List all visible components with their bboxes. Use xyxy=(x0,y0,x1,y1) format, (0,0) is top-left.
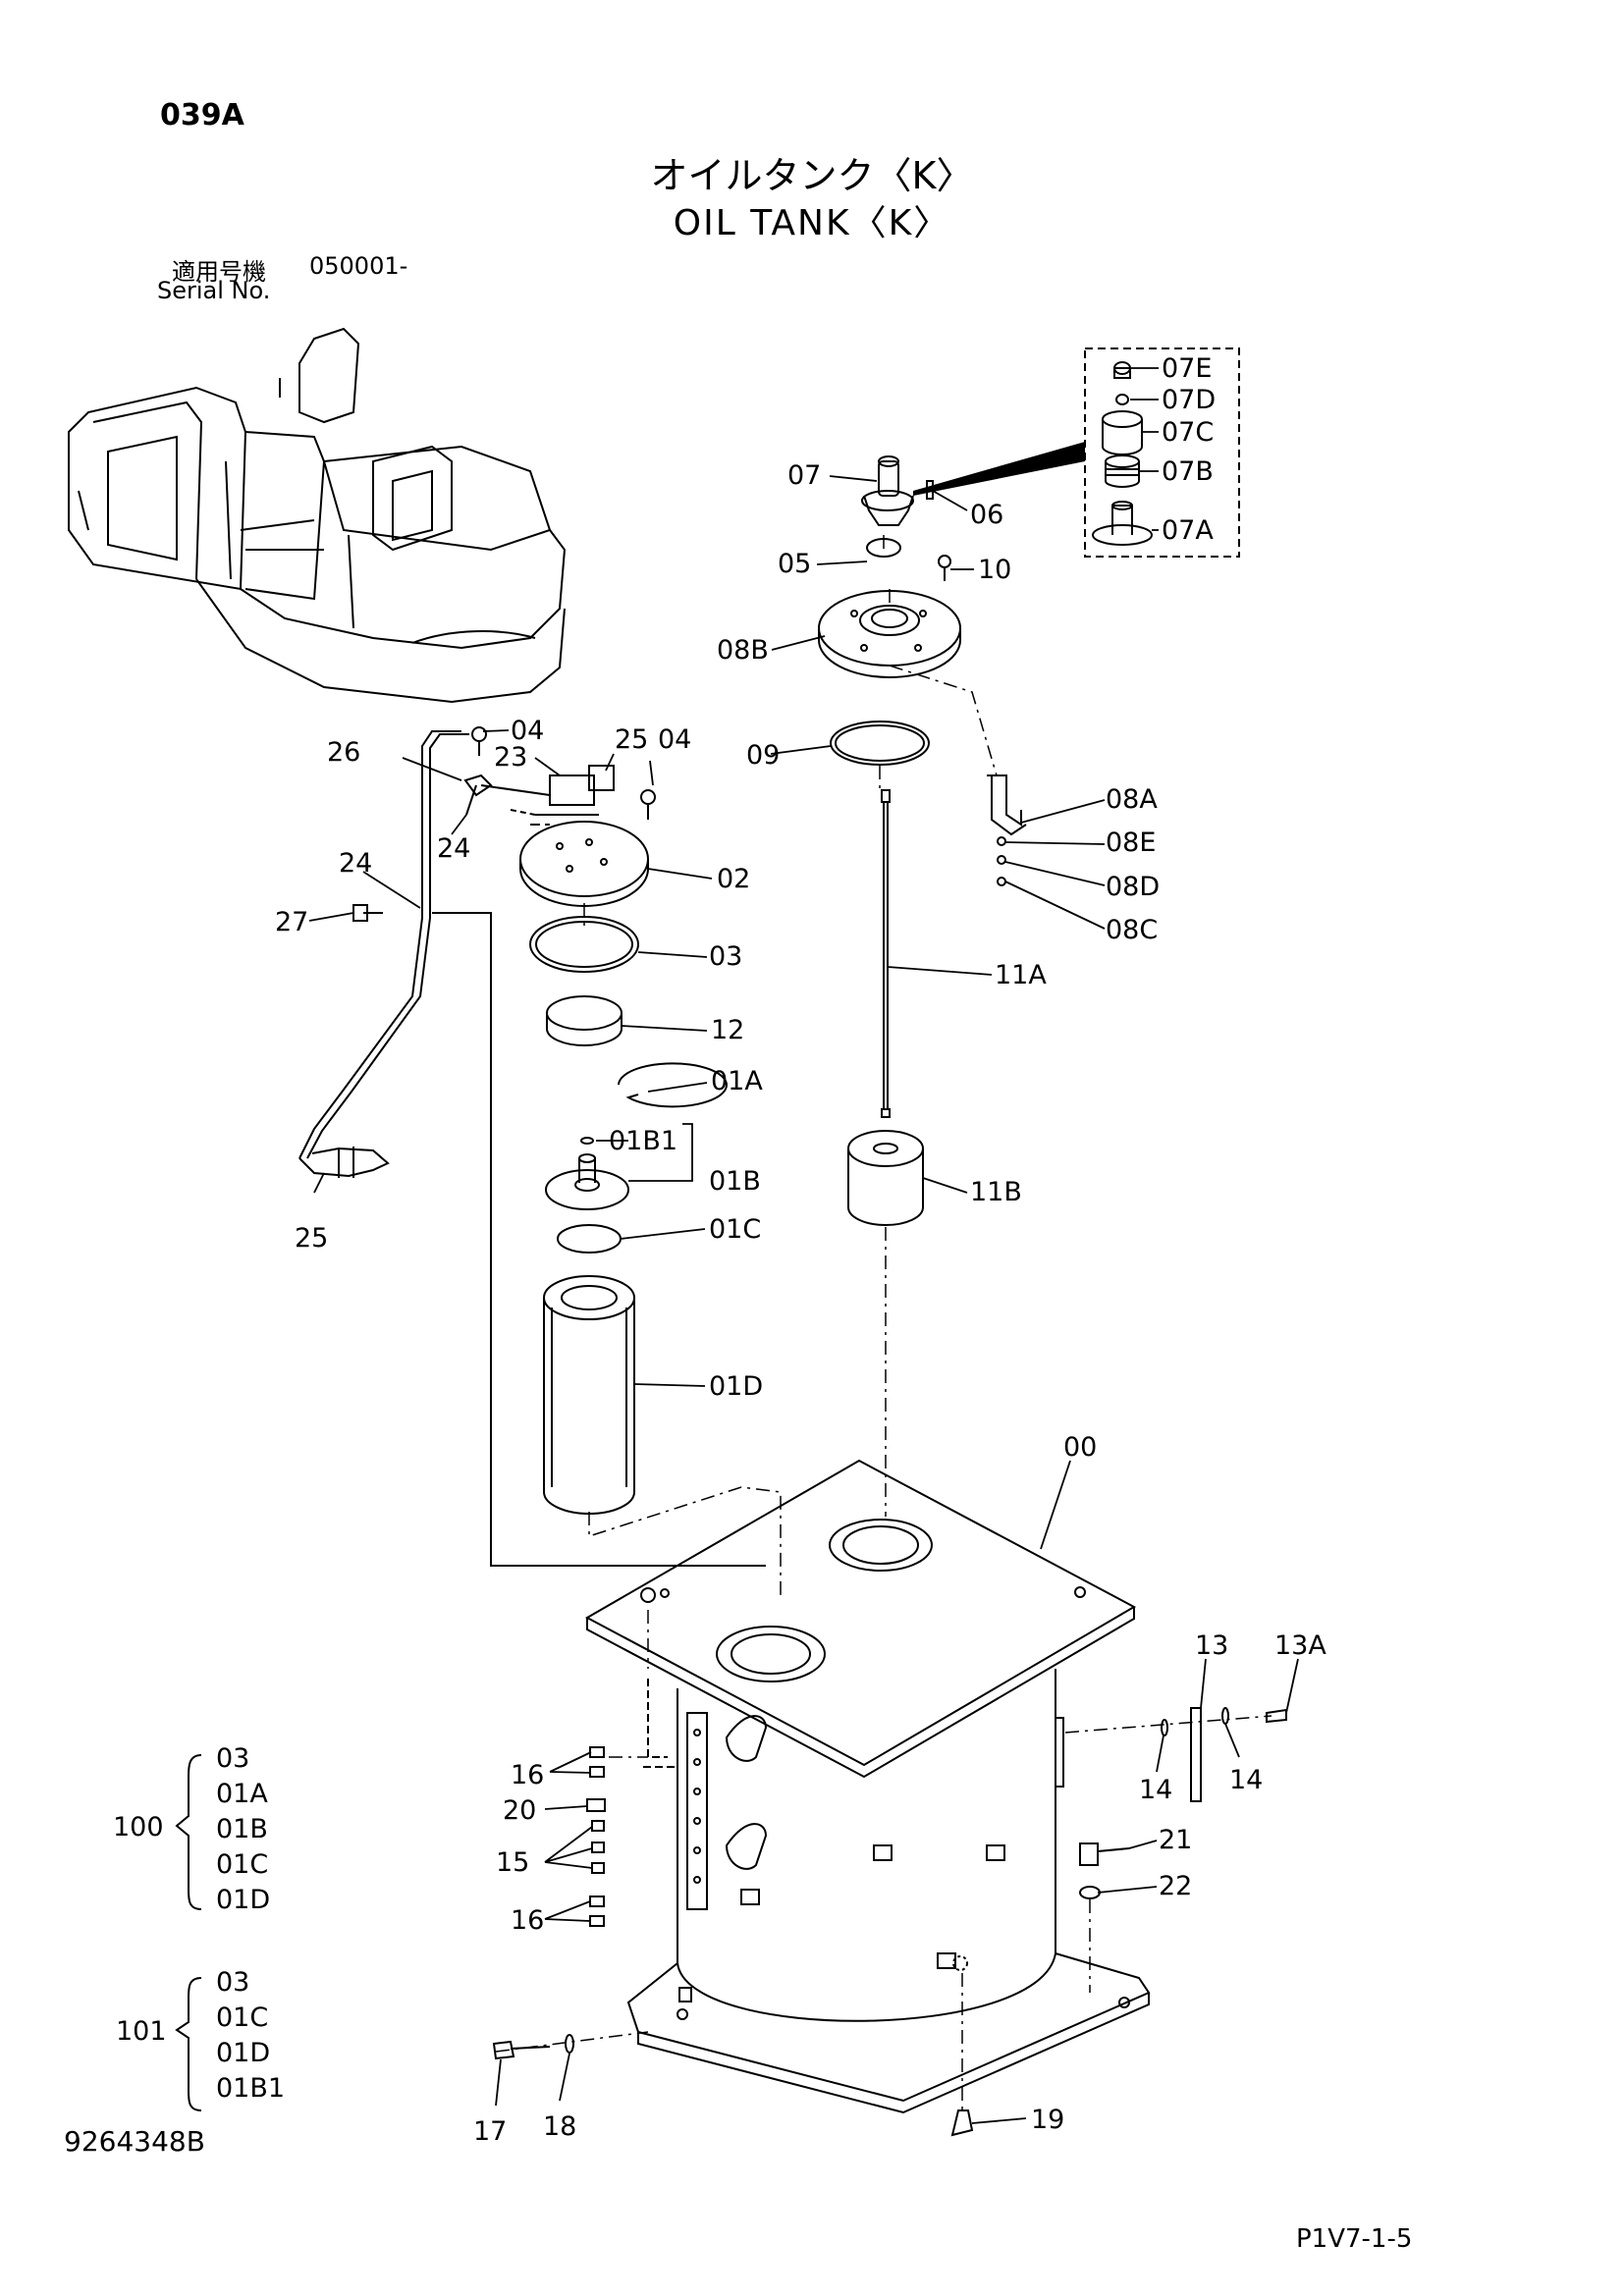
label-14-a: 14 xyxy=(1139,1775,1172,1805)
filter-element-01D xyxy=(543,1275,635,1515)
label-01C: 01C xyxy=(709,1214,761,1245)
label-02: 02 xyxy=(717,864,750,894)
label-08A: 08A xyxy=(1106,784,1158,815)
label-25-a: 25 xyxy=(615,724,648,755)
label-07A: 07A xyxy=(1162,515,1214,546)
label-21: 21 xyxy=(1159,1825,1192,1855)
kit-101-label: 101 xyxy=(116,2016,167,2047)
breather-detail-parts xyxy=(1092,361,1153,546)
kit-100-item: 01B xyxy=(216,1814,268,1844)
label-17: 17 xyxy=(473,2116,507,2147)
kit-100-item: 03 xyxy=(216,1743,249,1774)
serial-label-japanese: 適用号機 xyxy=(172,258,266,286)
label-19: 19 xyxy=(1031,2105,1064,2135)
label-22: 22 xyxy=(1159,1871,1192,1901)
label-12: 12 xyxy=(711,1015,744,1045)
label-03: 03 xyxy=(709,941,742,972)
page-reference: P1V7-1-5 xyxy=(1296,2224,1413,2254)
label-04-a: 04 xyxy=(511,716,544,746)
label-07: 07 xyxy=(787,460,821,491)
label-24-a: 24 xyxy=(437,833,470,864)
breather-07-assembly xyxy=(861,455,934,558)
label-27: 27 xyxy=(275,907,308,937)
serial-number-value: 050001- xyxy=(309,252,408,280)
label-23: 23 xyxy=(494,742,527,773)
title-japanese: オイルタンク〈K〉 xyxy=(650,154,974,197)
label-24-b: 24 xyxy=(339,848,372,879)
valve-01B xyxy=(545,1137,629,1210)
label-01B: 01B xyxy=(709,1166,761,1197)
label-00: 00 xyxy=(1063,1432,1097,1463)
callout-labels: 07E 07D 07C 07B 07A 07 06 05 10 08B 09 0… xyxy=(113,353,1326,2147)
label-01D: 01D xyxy=(709,1371,763,1402)
o-ring-01C xyxy=(557,1224,622,1254)
label-06: 06 xyxy=(970,500,1003,530)
label-16-b: 16 xyxy=(511,1905,544,1936)
page-code: 039A xyxy=(160,98,244,133)
strainer-ring-12 xyxy=(546,995,623,1046)
filter-cover-08B xyxy=(818,590,961,678)
label-26: 26 xyxy=(327,737,360,768)
cover-plate-02 xyxy=(519,821,649,907)
kit-101-item: 01D xyxy=(216,2038,270,2068)
label-16-a: 16 xyxy=(511,1760,544,1790)
title-english: OIL TANK〈K〉 xyxy=(673,203,951,243)
bolt-10 xyxy=(938,555,951,568)
label-11A: 11A xyxy=(995,960,1047,990)
rod-11A xyxy=(881,789,891,1118)
label-25-b: 25 xyxy=(295,1223,328,1254)
hydraulic-tank-00 xyxy=(584,1459,1151,2114)
label-08D: 08D xyxy=(1106,872,1160,902)
label-09: 09 xyxy=(746,740,780,771)
kit-101-item: 03 xyxy=(216,1967,249,1998)
label-11B: 11B xyxy=(970,1177,1022,1207)
leader-lines xyxy=(308,367,1299,2124)
kit-100-brace xyxy=(175,1754,202,1910)
label-08B: 08B xyxy=(717,635,769,666)
fittings-left xyxy=(586,1746,606,1927)
side-fittings xyxy=(1079,1707,1287,1899)
label-15: 15 xyxy=(496,1847,529,1878)
document-number: 9264348B xyxy=(64,2125,205,2158)
kit-100-label: 100 xyxy=(113,1812,164,1842)
label-13A: 13A xyxy=(1274,1630,1326,1661)
label-14-b: 14 xyxy=(1229,1765,1263,1795)
kit-101-item: 01C xyxy=(216,2002,268,2033)
label-07E: 07E xyxy=(1162,353,1212,384)
label-10: 10 xyxy=(978,555,1011,585)
serial-label-english: Serial No. xyxy=(157,277,271,304)
o-ring-09 xyxy=(830,721,930,766)
label-08C: 08C xyxy=(1106,915,1158,945)
label-13: 13 xyxy=(1195,1630,1228,1661)
label-20: 20 xyxy=(503,1795,536,1826)
kit-101-brace xyxy=(175,1977,202,2111)
kit-101-item: 01B1 xyxy=(216,2073,285,2104)
label-08E: 08E xyxy=(1106,828,1156,858)
label-18: 18 xyxy=(543,2111,576,2142)
centre-lines xyxy=(432,535,1272,2110)
kit-100-item: 01D xyxy=(216,1885,270,1915)
label-01A: 01A xyxy=(711,1066,763,1096)
label-01B1: 01B1 xyxy=(609,1126,677,1156)
kit-100-item: 01C xyxy=(216,1849,268,1880)
label-07C: 07C xyxy=(1162,417,1214,448)
label-04-b: 04 xyxy=(658,724,691,755)
label-07B: 07B xyxy=(1162,456,1214,487)
label-07D: 07D xyxy=(1162,385,1216,415)
label-05: 05 xyxy=(778,549,811,579)
suction-filter-11B xyxy=(847,1130,924,1226)
excavator-overview-illustration xyxy=(68,327,567,704)
kit-100-item: 01A xyxy=(216,1779,268,1809)
bracket-08A xyxy=(992,774,1022,827)
snap-ring-01A xyxy=(618,1062,728,1108)
